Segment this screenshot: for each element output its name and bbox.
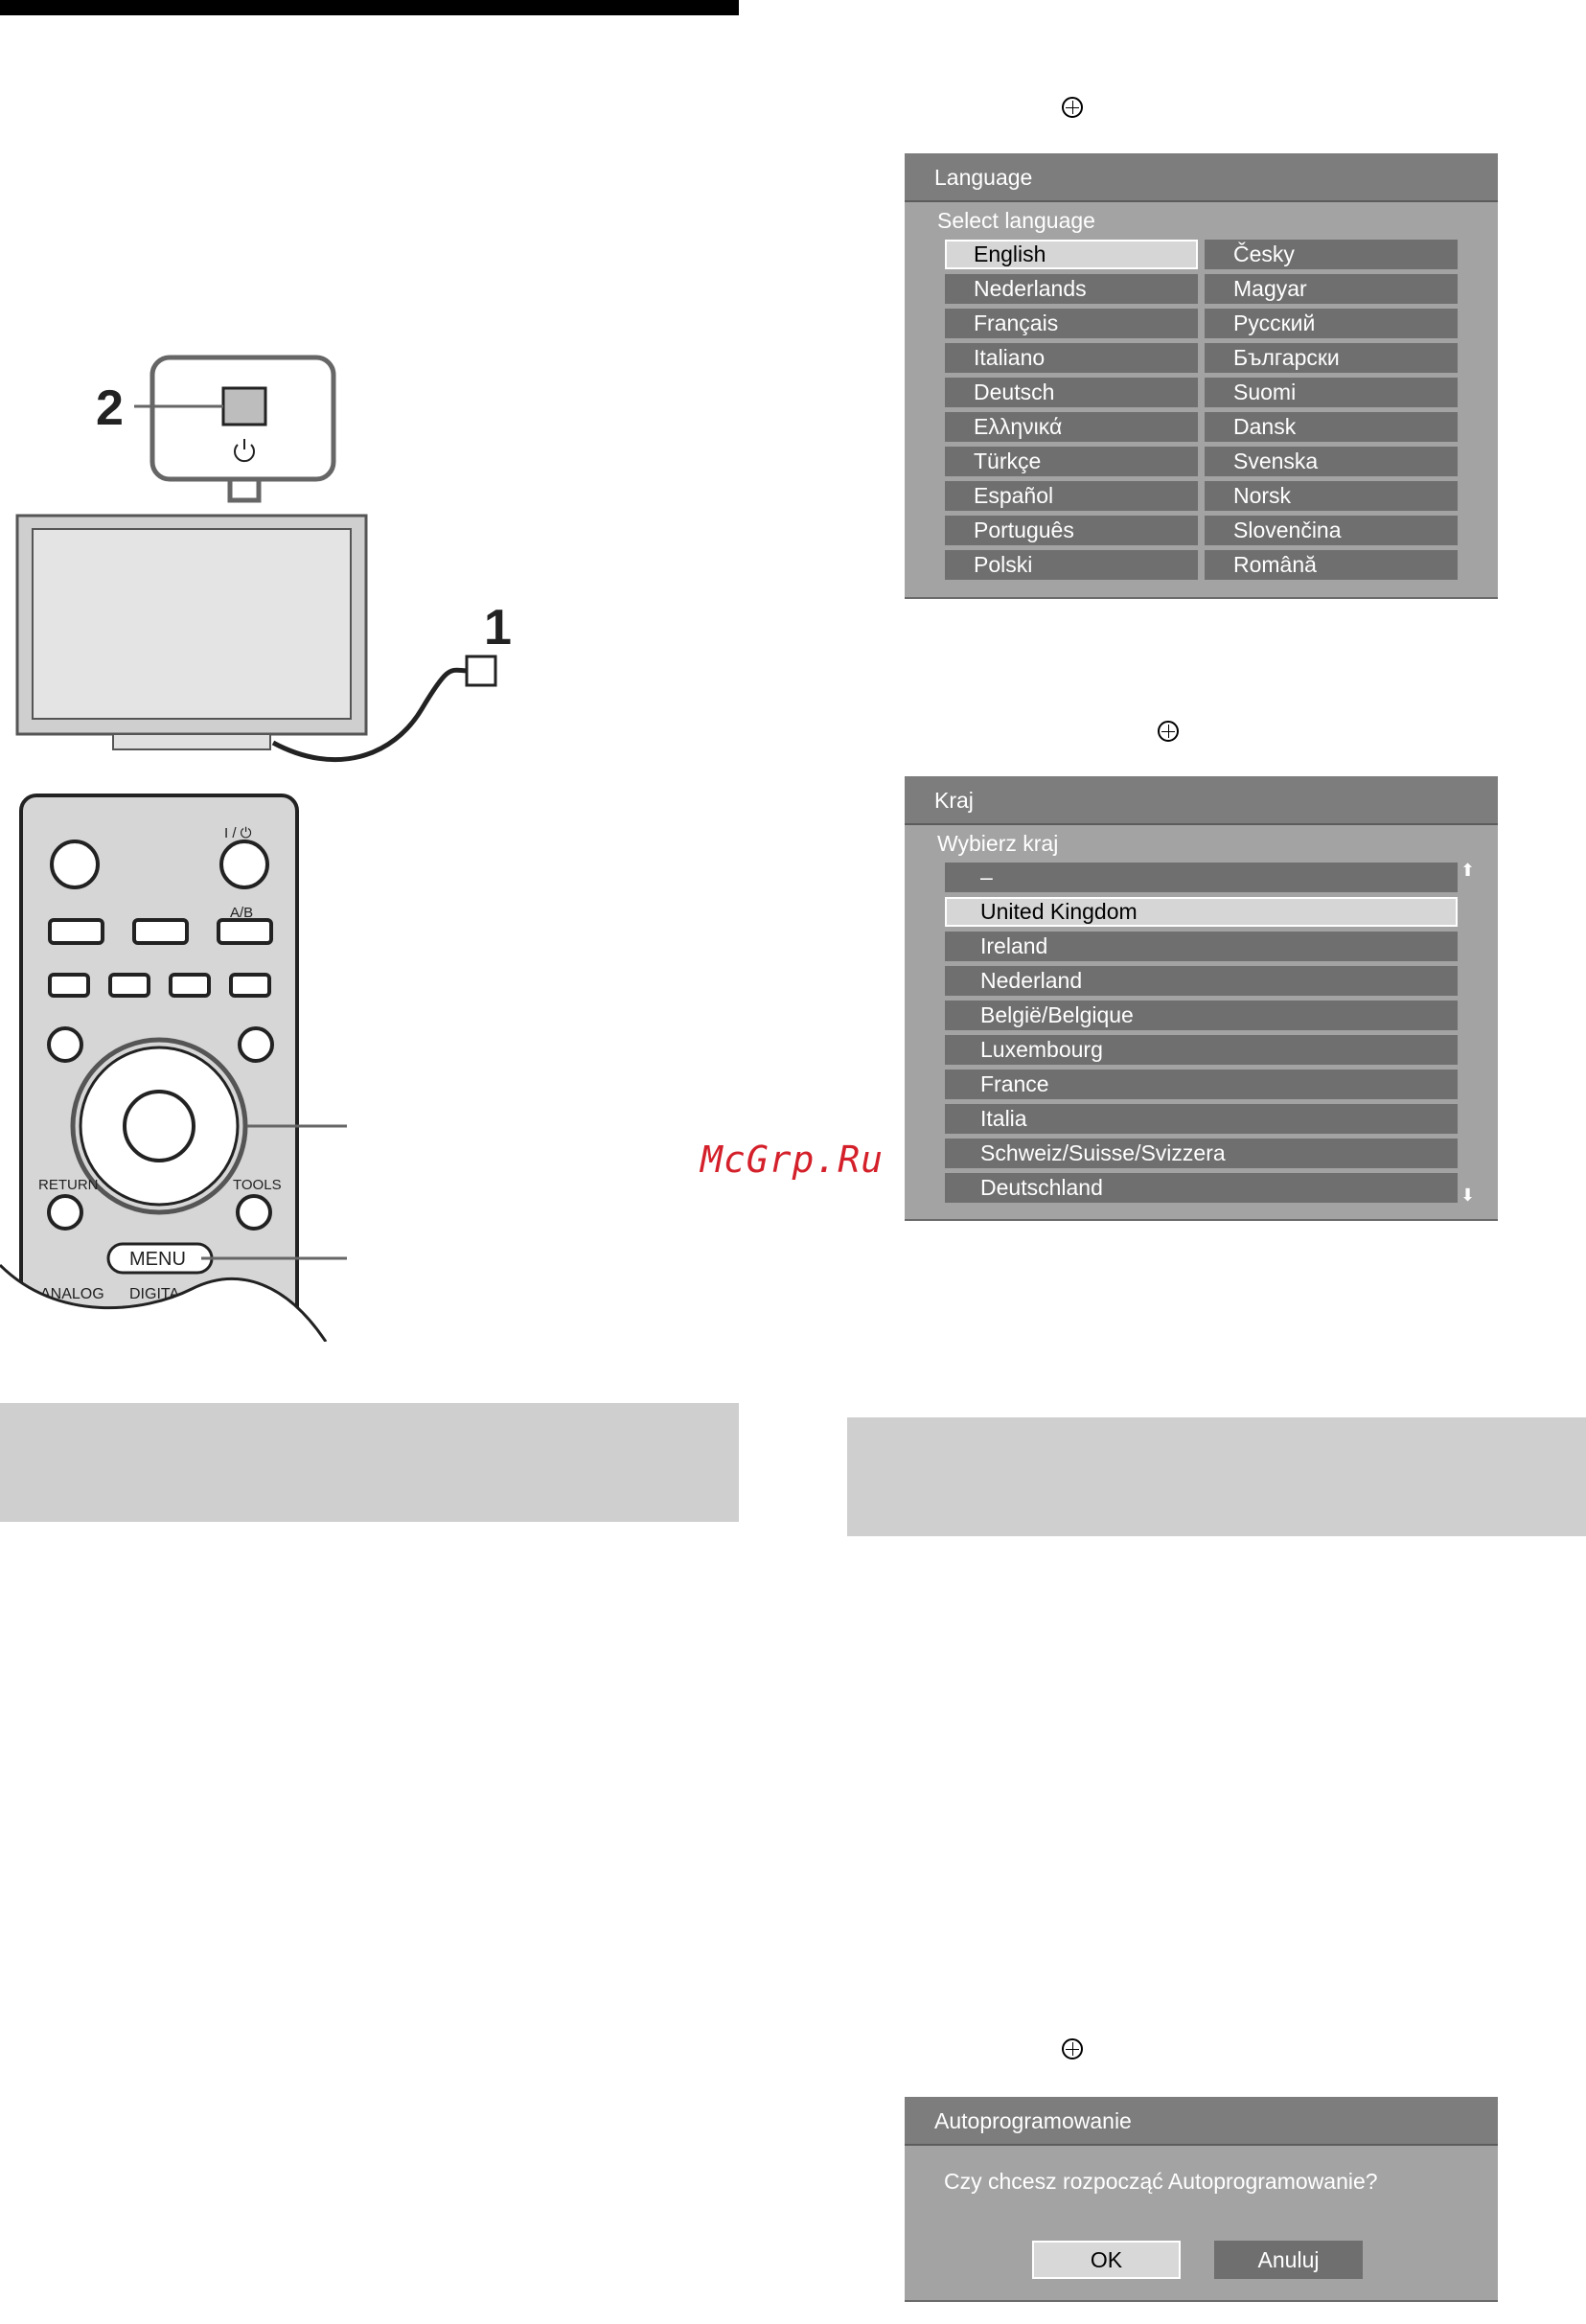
- language-option[interactable]: Deutsch: [945, 378, 1198, 407]
- gray-note-box-right: [847, 1417, 1586, 1536]
- remote-tools-label: TOOLS: [233, 1177, 282, 1193]
- language-option[interactable]: Ελληνικά: [945, 412, 1198, 442]
- country-option[interactable]: –: [945, 863, 1458, 892]
- watermark: McGrp.Ru: [701, 1139, 885, 1181]
- language-option[interactable]: Français: [945, 309, 1198, 338]
- joystick-icon: [1158, 721, 1179, 742]
- language-option[interactable]: Dansk: [1205, 412, 1458, 442]
- country-panel-title: Kraj: [905, 776, 1498, 825]
- language-option[interactable]: Magyar: [1205, 274, 1458, 304]
- language-option[interactable]: Slovenčina: [1205, 516, 1458, 545]
- language-option[interactable]: Nederlands: [945, 274, 1198, 304]
- language-option[interactable]: Suomi: [1205, 378, 1458, 407]
- country-option[interactable]: Luxembourg: [945, 1035, 1458, 1065]
- country-option[interactable]: Ireland: [945, 932, 1458, 961]
- language-option[interactable]: Norsk: [1205, 481, 1458, 511]
- country-option[interactable]: Nederland: [945, 966, 1458, 996]
- country-option[interactable]: Schweiz/Suisse/Svizzera: [945, 1139, 1458, 1168]
- language-option[interactable]: Български: [1205, 343, 1458, 373]
- language-option[interactable]: Română: [1205, 550, 1458, 580]
- remote-menu-label: MENU: [129, 1249, 186, 1270]
- remote-power-label: I / ⏻: [224, 825, 252, 841]
- language-panel-title: Language: [905, 153, 1498, 202]
- joystick-icon: [1062, 2038, 1083, 2059]
- language-option[interactable]: Русский: [1205, 309, 1458, 338]
- language-option[interactable]: Polski: [945, 550, 1198, 580]
- remote-ab-label: A/B: [230, 905, 253, 921]
- ok-button[interactable]: OK: [1032, 2241, 1181, 2279]
- country-option[interactable]: België/Belgique: [945, 1001, 1458, 1030]
- joystick-icon: [1062, 97, 1083, 118]
- country-option[interactable]: France: [945, 1070, 1458, 1099]
- arrow-down-icon[interactable]: ⬇: [1460, 1185, 1476, 1205]
- step-2-label: 2: [96, 380, 124, 436]
- country-option[interactable]: Italia: [945, 1104, 1458, 1134]
- autoprogram-dialog: Autoprogramowanie Czy chcesz rozpocząć A…: [905, 2097, 1498, 2302]
- tv-setup-illustration: 2 1 I / ⏻ A/B RETURN TOOLS MENU ANALOG D…: [0, 355, 512, 1342]
- top-rule: [0, 0, 739, 15]
- cancel-button[interactable]: Anuluj: [1214, 2241, 1363, 2279]
- language-option[interactable]: Español: [945, 481, 1198, 511]
- gray-note-box-left: [0, 1403, 739, 1522]
- language-option[interactable]: Português: [945, 516, 1198, 545]
- language-option[interactable]: Italiano: [945, 343, 1198, 373]
- autoprogram-question: Czy chcesz rozpocząć Autoprogramowanie?: [944, 2169, 1378, 2194]
- language-option[interactable]: Türkçe: [945, 447, 1198, 476]
- autoprogram-dialog-title: Autoprogramowanie: [905, 2097, 1498, 2146]
- language-option[interactable]: English: [945, 240, 1198, 269]
- country-option[interactable]: Deutschland: [945, 1173, 1458, 1203]
- language-panel-subtitle: Select language: [937, 208, 1095, 233]
- country-panel-subtitle: Wybierz kraj: [937, 831, 1059, 856]
- language-option[interactable]: Česky: [1205, 240, 1458, 269]
- arrow-up-icon[interactable]: ⬆: [1460, 861, 1476, 880]
- step-1-label: 1: [484, 600, 512, 656]
- country-option[interactable]: United Kingdom: [945, 897, 1458, 927]
- language-option[interactable]: Svenska: [1205, 447, 1458, 476]
- remote-return-label: RETURN: [38, 1177, 99, 1193]
